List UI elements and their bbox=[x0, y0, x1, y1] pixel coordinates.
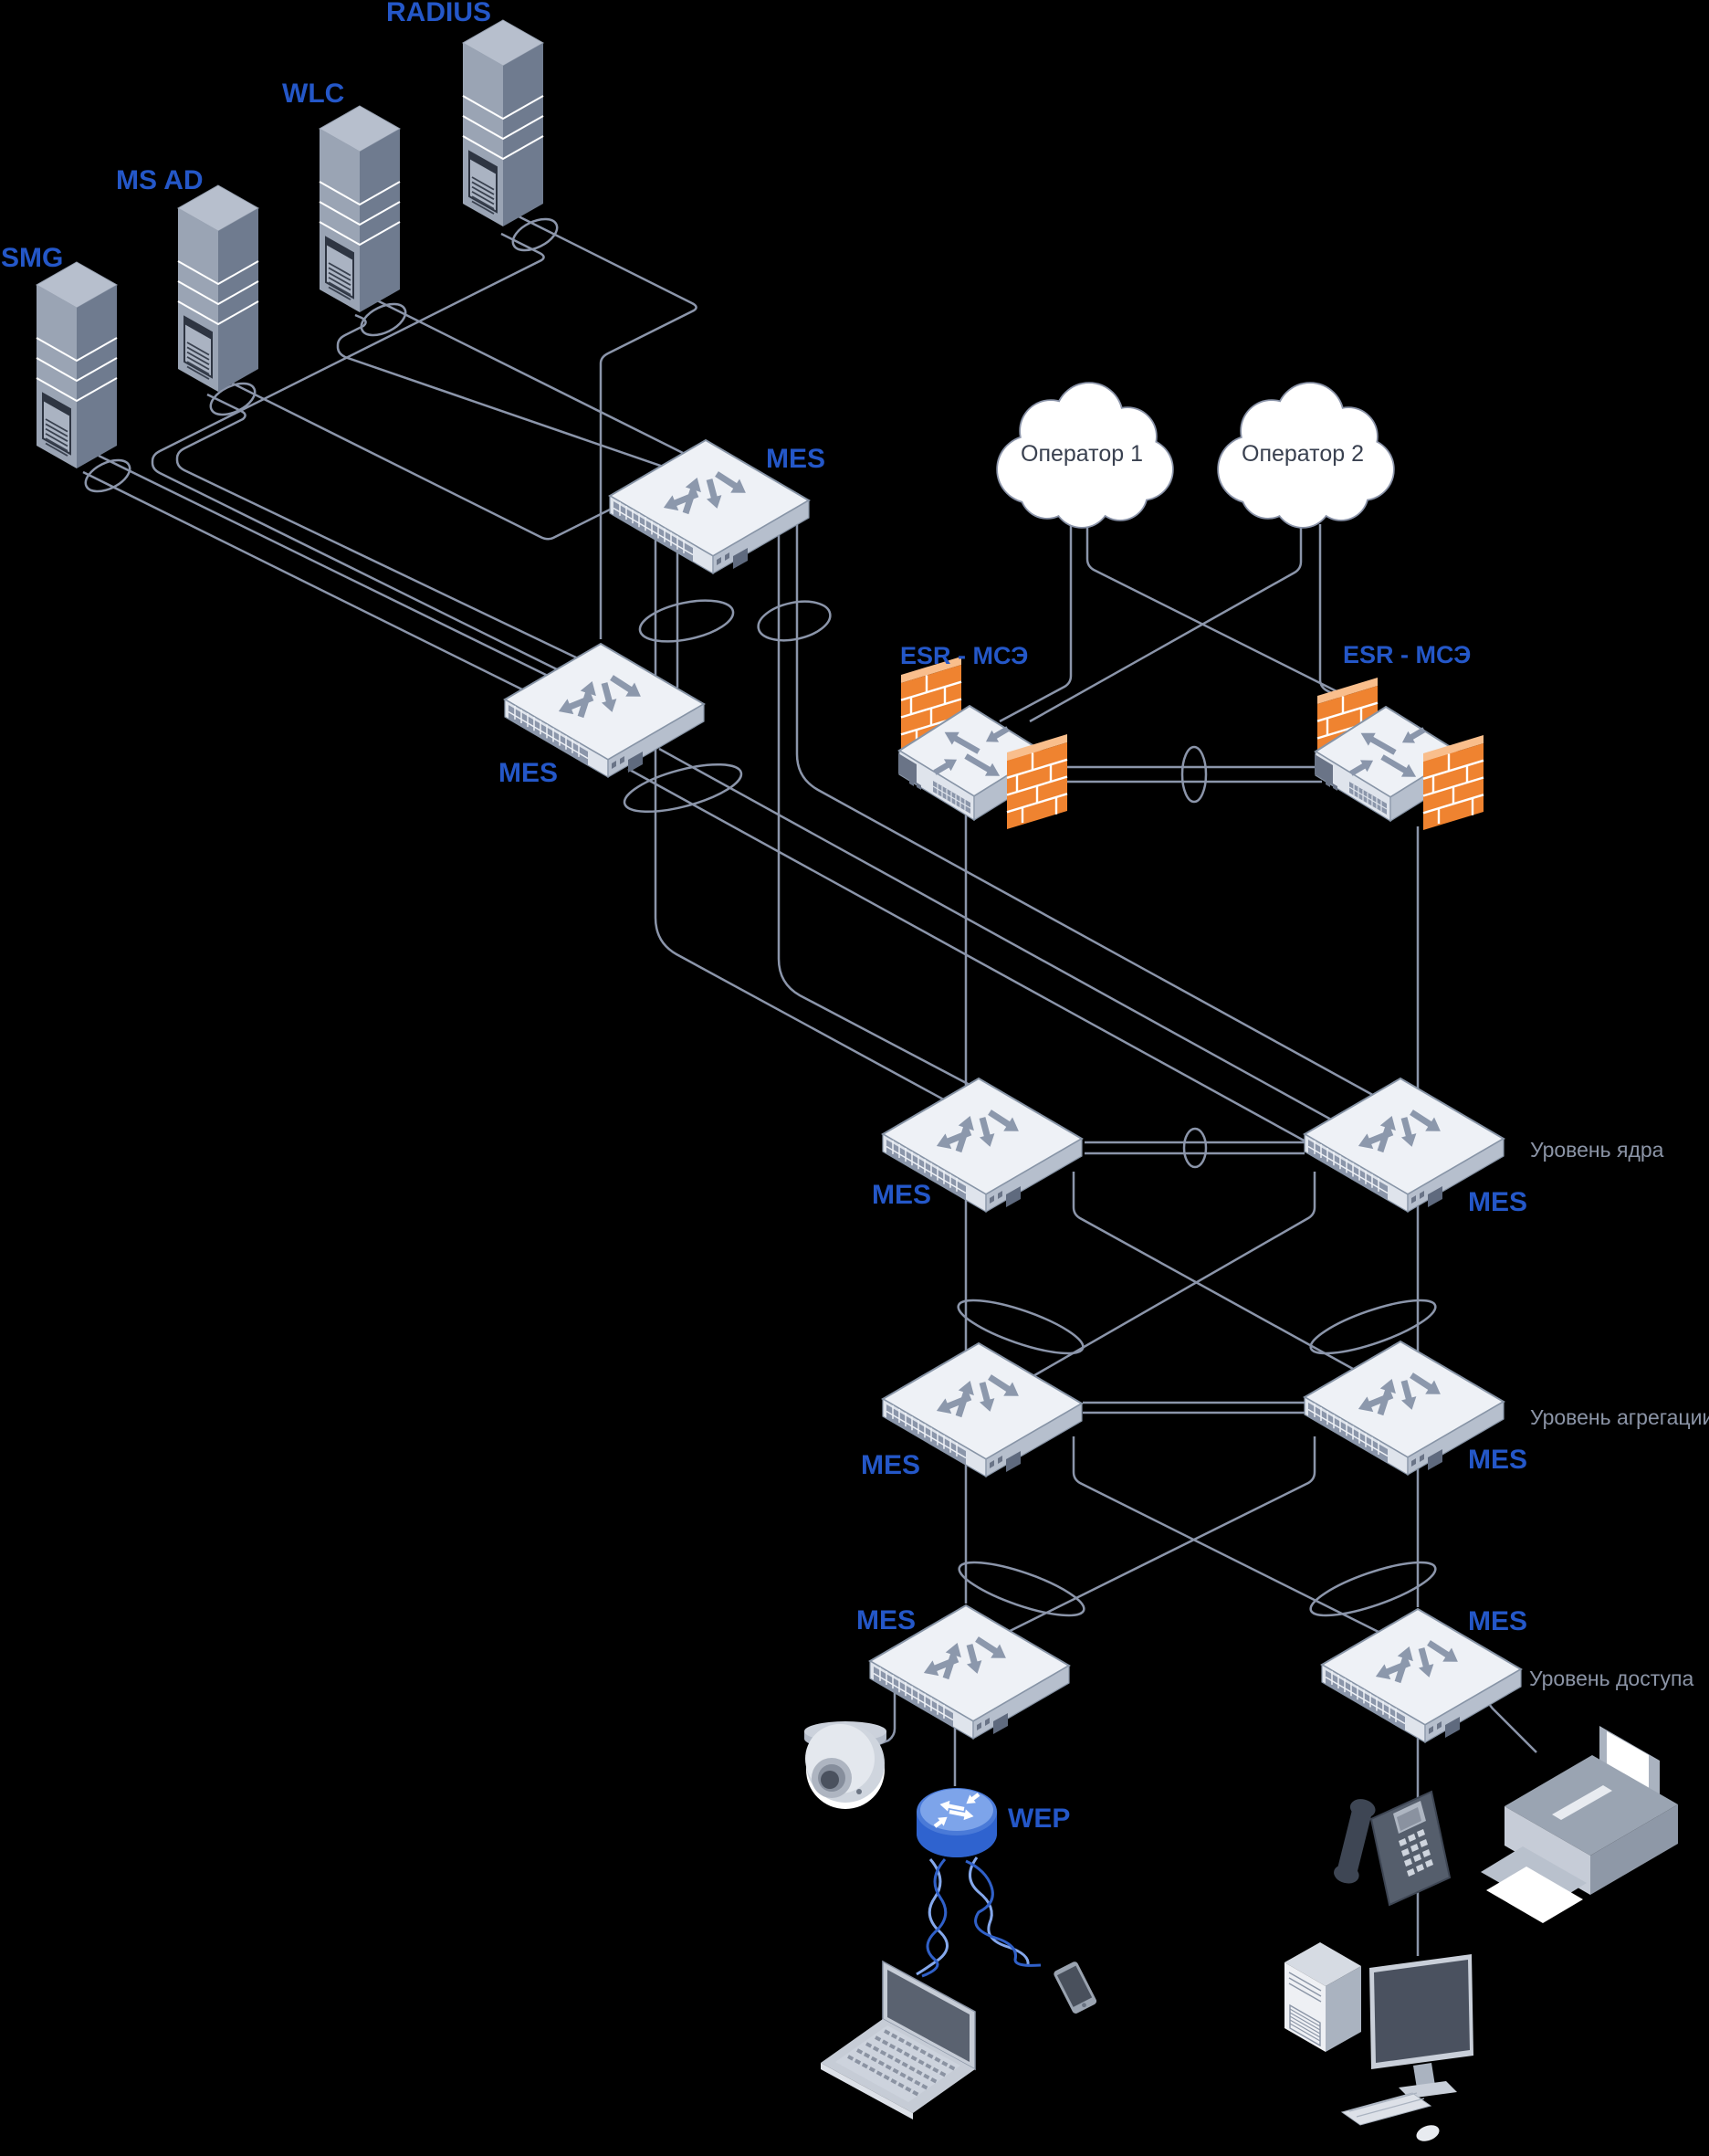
svg-text:MES: MES bbox=[1468, 1606, 1527, 1636]
svg-text:MES: MES bbox=[498, 758, 558, 788]
svg-text:Уровень агрегации: Уровень агрегации bbox=[1530, 1405, 1709, 1429]
svg-text:MES: MES bbox=[861, 1450, 920, 1480]
svg-text:MS AD: MS AD bbox=[116, 165, 204, 195]
svg-text:MES: MES bbox=[856, 1605, 916, 1635]
svg-text:WEP: WEP bbox=[1008, 1804, 1070, 1834]
svg-text:MES: MES bbox=[1468, 1445, 1527, 1475]
svg-text:MES: MES bbox=[872, 1180, 931, 1210]
svg-text:ESR - МСЭ: ESR - МСЭ bbox=[1343, 641, 1471, 668]
svg-text:SMG: SMG bbox=[1, 243, 63, 273]
svg-text:MES: MES bbox=[1468, 1187, 1527, 1217]
svg-text:Уровень ядра: Уровень ядра bbox=[1530, 1138, 1664, 1162]
svg-text:Оператор 1: Оператор 1 bbox=[1021, 441, 1143, 467]
svg-text:RADIUS: RADIUS bbox=[386, 0, 491, 27]
svg-text:WLC: WLC bbox=[282, 79, 344, 109]
svg-text:MES: MES bbox=[766, 444, 825, 474]
svg-text:Оператор 2: Оператор 2 bbox=[1242, 441, 1364, 467]
svg-text:ESR - МСЭ: ESR - МСЭ bbox=[900, 642, 1028, 669]
svg-text:Уровень доступа: Уровень доступа bbox=[1529, 1667, 1693, 1690]
